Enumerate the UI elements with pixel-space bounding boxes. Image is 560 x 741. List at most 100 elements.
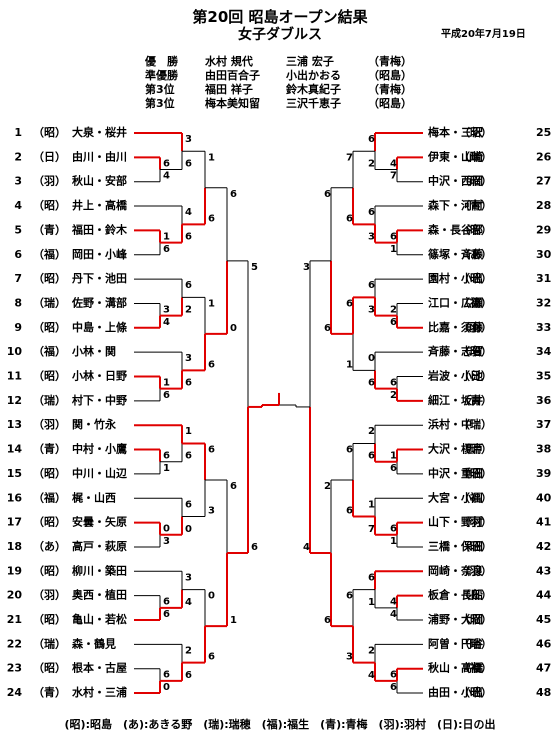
seed-number: 24 — [7, 686, 23, 699]
seed-number: 16 — [7, 491, 23, 504]
team-club: （瑞） — [459, 417, 492, 431]
match-score: 3 — [208, 506, 215, 517]
seed-number: 10 — [7, 345, 23, 358]
team-club: （昭） — [459, 223, 492, 236]
match-score: 2 — [324, 481, 331, 492]
seed-number: 45 — [536, 613, 551, 626]
team-name: 比嘉・須藤 — [428, 320, 484, 334]
match-score: 1 — [390, 244, 397, 255]
result-club: （青梅） — [368, 83, 412, 96]
result-player1: 福田 祥子 — [205, 83, 253, 96]
team-club: （昭） — [33, 272, 66, 285]
match-score: 6 — [368, 378, 375, 389]
team-club: （昭） — [459, 686, 492, 699]
seed-number: 21 — [7, 613, 22, 626]
seed-number: 23 — [7, 662, 22, 675]
match-score: 4 — [368, 670, 375, 681]
page-subtitle: 女子ダブルス — [238, 27, 322, 43]
seed-number: 4 — [14, 199, 22, 212]
team-name: 佐野・溝部 — [71, 295, 127, 309]
match-score: 1 — [185, 426, 192, 437]
seed-number: 3 — [14, 175, 22, 188]
match-score: 0 — [163, 682, 170, 693]
team-club: （昭） — [33, 126, 66, 139]
seed-number: 40 — [536, 491, 552, 504]
match-score: 1 — [368, 499, 375, 510]
match-score: 6 — [208, 359, 215, 370]
match-score: 3 — [346, 652, 353, 663]
match-score: 6 — [368, 134, 375, 145]
match-score: 3 — [368, 232, 375, 243]
match-score: 0 — [368, 353, 375, 364]
match-score: 6 — [230, 481, 237, 492]
match-score: 6 — [390, 670, 397, 681]
team-name: 篠塚・斉藤 — [428, 247, 484, 261]
team-name: 園村・小出 — [428, 271, 483, 285]
match-score: 6 — [368, 280, 375, 291]
seed-number: 33 — [536, 321, 551, 334]
team-club: （青） — [459, 393, 492, 407]
result-club: （昭島） — [368, 97, 412, 110]
seed-number: 37 — [536, 418, 551, 431]
match-score: 6 — [324, 323, 331, 334]
match-score: 2 — [390, 304, 397, 315]
match-score: 7 — [346, 152, 353, 163]
team-club: （昭） — [459, 540, 492, 553]
team-name: 水村・三浦 — [72, 685, 127, 699]
seed-number: 41 — [536, 516, 551, 529]
team-name: 中沢・重田 — [428, 466, 483, 480]
match-score: 0 — [208, 591, 215, 602]
team-club: （青） — [33, 442, 66, 456]
seed-number: 13 — [7, 418, 22, 431]
match-score: 1 — [346, 359, 353, 370]
match-score: 1 — [368, 597, 375, 608]
team-club: （瑞） — [33, 636, 66, 650]
match-score: 4 — [390, 597, 397, 608]
seed-number: 22 — [7, 637, 22, 650]
result-player2: 鈴木真紀子 — [286, 83, 341, 96]
team-name: 梅本・三沢 — [428, 125, 484, 139]
seed-number: 12 — [7, 394, 22, 407]
team-club: （昭） — [33, 467, 66, 480]
match-score: 2 — [368, 159, 375, 170]
team-club: （日） — [33, 150, 66, 163]
team-name: 岡田・小峰 — [72, 247, 128, 261]
seed-number: 28 — [536, 199, 551, 212]
match-score: 7 — [368, 524, 375, 535]
match-score: 6 — [185, 670, 192, 681]
team-club: （羽） — [459, 321, 492, 334]
seed-number: 1 — [14, 126, 22, 139]
event-date: 平成20年7月19日 — [441, 29, 526, 40]
seed-number: 17 — [7, 516, 22, 529]
result-player2: 小出かおる — [286, 69, 341, 82]
team-club: （昭） — [33, 516, 66, 529]
result-rank: 準優勝 — [145, 69, 178, 82]
match-score: 4 — [163, 317, 170, 328]
team-name: 柳川・築田 — [72, 563, 127, 577]
seed-number: 8 — [14, 296, 22, 309]
match-score: 6 — [185, 159, 192, 170]
match-score: 6 — [390, 231, 397, 242]
seed-number: 25 — [536, 126, 551, 139]
team-club: （昭） — [459, 345, 492, 358]
team-club: （瑞） — [459, 442, 492, 456]
match-score: 6 — [390, 317, 397, 328]
match-score: 6 — [346, 506, 353, 517]
match-score: 6 — [368, 572, 375, 583]
team-club: （昭） — [33, 564, 66, 577]
team-name: 中沢・西岡 — [428, 174, 483, 188]
team-name: 山下・野村 — [428, 515, 483, 529]
team-club: （福） — [459, 295, 492, 309]
match-score: 6 — [185, 232, 192, 243]
match-score: 2 — [368, 645, 375, 656]
match-score: 6 — [324, 189, 331, 200]
team-club: （青） — [33, 685, 66, 699]
team-name: 奥西・植田 — [71, 588, 127, 602]
seed-number: 7 — [14, 272, 22, 285]
match-score: 3 — [303, 262, 310, 273]
match-score: 6 — [208, 444, 215, 455]
team-club: （瑞） — [33, 393, 66, 407]
team-club: （日） — [459, 589, 492, 602]
team-club: （瑞） — [459, 636, 492, 650]
